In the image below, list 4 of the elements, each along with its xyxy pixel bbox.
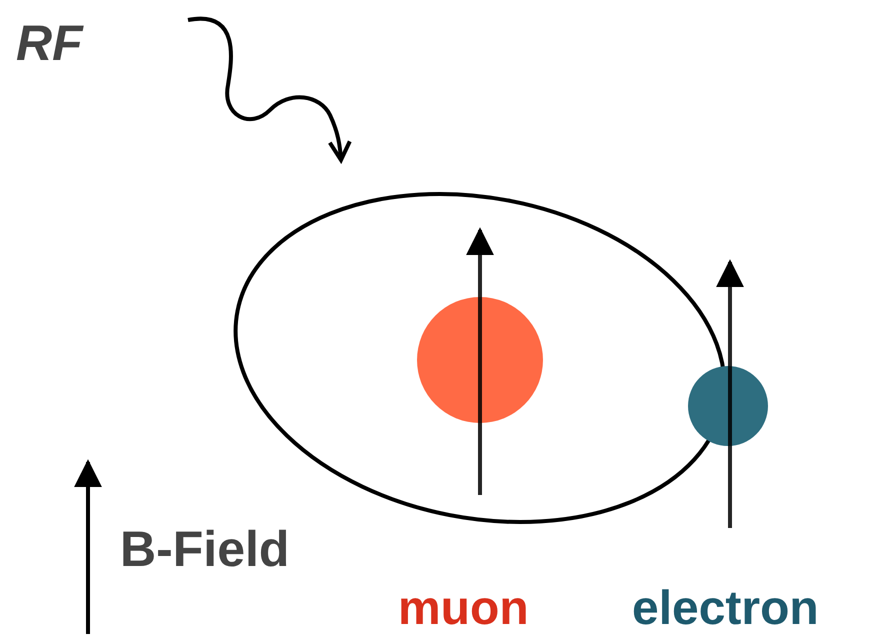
rf-label: RF bbox=[16, 18, 83, 68]
particle-label: muon bbox=[398, 585, 529, 633]
field-label: B-Field bbox=[120, 524, 290, 574]
particle-label: electron bbox=[632, 585, 819, 633]
